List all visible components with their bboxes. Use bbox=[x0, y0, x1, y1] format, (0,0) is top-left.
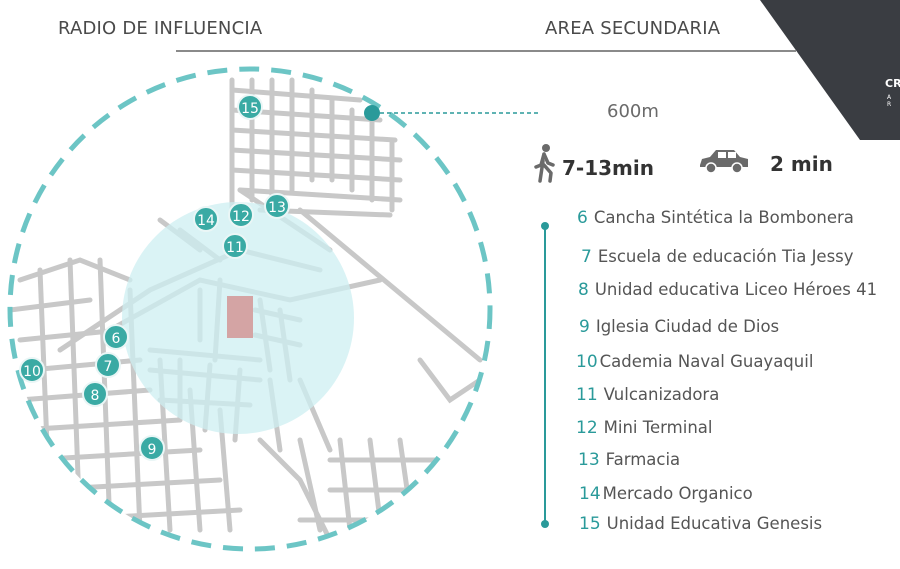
section-title-secondary-area: AREA SECUNDARIA bbox=[545, 18, 721, 39]
brand-logo-subtext: A R bbox=[887, 94, 894, 108]
radius-distance-label: 600m bbox=[607, 101, 659, 122]
map-marker-10[interactable]: 10 bbox=[19, 357, 45, 383]
driving-time: 2 min bbox=[770, 152, 833, 176]
map-marker-13[interactable]: 13 bbox=[264, 193, 290, 219]
map-marker-11[interactable]: 11 bbox=[222, 233, 248, 259]
map-marker-9[interactable]: 9 bbox=[139, 435, 165, 461]
radius-point bbox=[364, 105, 380, 121]
map-marker-15[interactable]: 15 bbox=[237, 94, 263, 120]
map-marker-8[interactable]: 8 bbox=[82, 381, 108, 407]
car-icon bbox=[700, 150, 748, 174]
map-marker-12[interactable]: 12 bbox=[228, 202, 254, 228]
legend-bar-bottom-dot bbox=[541, 520, 549, 528]
legend-bar-top-dot bbox=[541, 222, 549, 230]
walking-time: 7-13min bbox=[562, 156, 654, 180]
project-site-marker bbox=[227, 296, 253, 338]
brand-logo-text: CR bbox=[885, 77, 900, 90]
map-marker-14[interactable]: 14 bbox=[193, 206, 219, 232]
influence-map bbox=[7, 66, 540, 552]
map-marker-6[interactable]: 6 bbox=[103, 324, 129, 350]
legend-timeline-bar bbox=[544, 226, 546, 524]
header-divider bbox=[176, 50, 796, 52]
map-marker-7[interactable]: 7 bbox=[95, 352, 121, 378]
outer-radius-circle bbox=[7, 66, 493, 552]
section-title-influence: RADIO DE INFLUENCIA bbox=[58, 18, 263, 39]
corner-brand-shape bbox=[760, 0, 900, 140]
walking-person-icon bbox=[534, 144, 555, 183]
